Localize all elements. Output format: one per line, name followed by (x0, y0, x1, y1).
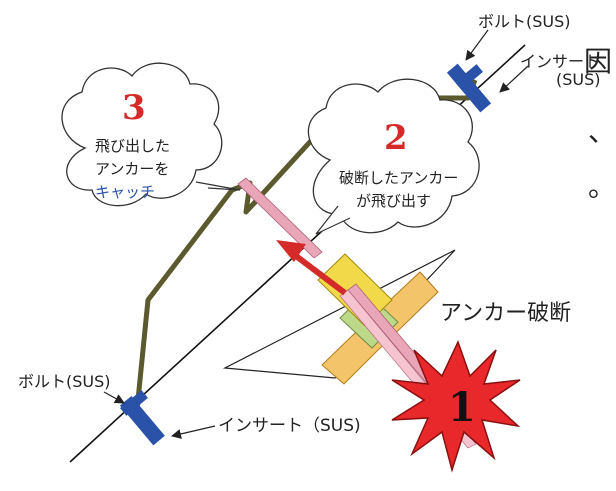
burst-star (391, 340, 521, 473)
label-insert-bottom: インサート（SUS) (218, 416, 361, 436)
edge-fragment-3: 。 (588, 170, 616, 203)
label-anchor-break: アンカー破断 (440, 301, 572, 326)
callout-cloud-step3 (61, 62, 241, 207)
callout-cloud-step2 (307, 78, 480, 235)
label-insert-top-2: (SUS) (556, 70, 601, 89)
callout2-line2: が飛び出す (356, 192, 432, 210)
callout2-line1: 破断したアンカー (339, 169, 459, 187)
bolt-bottom-assembly (119, 390, 165, 446)
leader-insert-top (499, 65, 529, 93)
leader-bolt-bottom (103, 391, 125, 404)
edge-fragment-1: 因 (584, 45, 613, 78)
callout3-line1: 飛び出した (95, 137, 171, 155)
callout3-line2: アンカーを (95, 160, 170, 178)
label-bolt-top: ボルト(SUS) (478, 12, 571, 31)
callout3-number: 3 (122, 88, 146, 128)
label-bolt-bottom: ボルト(SUS) (18, 372, 111, 391)
ejection-arrow (276, 240, 347, 296)
anchor-rod-upper (237, 177, 323, 259)
edge-fragment-2: 、 (588, 115, 616, 148)
leader-insert-bottom (171, 425, 216, 439)
callout1-number: 1 (448, 384, 476, 431)
safety-cable (134, 79, 478, 411)
leader-bolt-top (465, 29, 489, 61)
bolt-top-assembly (446, 63, 492, 113)
callout2-number: 2 (384, 118, 408, 158)
label-insert-top-1: インサート (520, 52, 601, 71)
callout3-line3: キャッチ (95, 183, 156, 201)
